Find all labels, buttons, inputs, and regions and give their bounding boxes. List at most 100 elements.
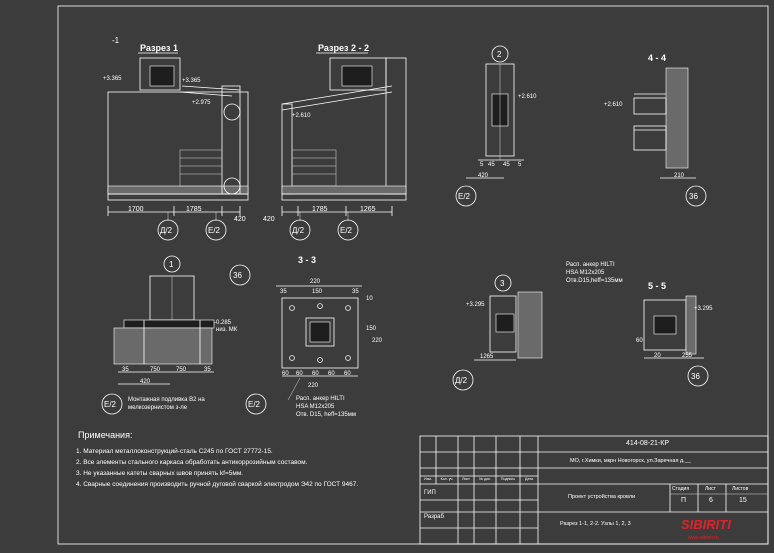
section-3-title: 3 - 3 bbox=[298, 255, 316, 265]
dimension: 35 bbox=[122, 367, 129, 373]
level-mark: +2.610 bbox=[604, 102, 623, 108]
header-cell: Дата bbox=[525, 477, 533, 481]
dimension: 5 bbox=[518, 162, 522, 168]
node-callout-circle bbox=[223, 103, 241, 121]
axis-label: 36 bbox=[689, 192, 698, 201]
dimension: 35 bbox=[280, 289, 287, 295]
header-cell: Лист bbox=[462, 477, 470, 481]
section-4-drawing: 4 - 4 +2.610 210 36 bbox=[604, 53, 707, 207]
notes-list: 1. Материал металлоконструкций-сталь С24… bbox=[76, 446, 358, 490]
dimension: 35 bbox=[352, 289, 359, 295]
notes-title: Примечания: bbox=[78, 430, 133, 440]
dimension: 60 bbox=[344, 371, 351, 377]
axis-label: Е/2 bbox=[104, 400, 117, 409]
axis-label: Е/2 bbox=[208, 226, 221, 235]
header-cell: Кол. уч. bbox=[440, 477, 454, 481]
level-mark: +2.610 bbox=[292, 113, 311, 119]
dimension: 150 bbox=[312, 289, 323, 295]
node-number: 3 bbox=[500, 279, 505, 288]
title-block-grid bbox=[419, 435, 769, 545]
node-1-drawing: 1 -0.285 низ. МК 35 750 750 35 420 Е/2 М… bbox=[101, 255, 238, 415]
dimension: 1785 bbox=[312, 206, 328, 213]
section-4-title: 4 - 4 bbox=[648, 53, 666, 63]
section-5-drawing: Расп. анкер HILTI HSA M12x205 Отв.D15,he… bbox=[566, 262, 713, 387]
axis-label: Е/2 bbox=[248, 400, 261, 409]
level-mark: +2.975 bbox=[192, 100, 211, 106]
axis-label: Д/2 bbox=[455, 376, 468, 385]
level-mark: +3.295 bbox=[466, 302, 485, 308]
dimension: 60 bbox=[636, 338, 643, 344]
node-2-drawing: 2 +2.610 5 45 45 5 420 Е/2 bbox=[455, 45, 537, 207]
node-number: 1 bbox=[169, 260, 174, 269]
level-note: низ. МК bbox=[216, 327, 238, 333]
sheet-value: 6 bbox=[709, 497, 713, 504]
axis-bubbles-row1: Д/2 Е/2 Д/2 Е/2 bbox=[157, 212, 359, 241]
dimension: 420 bbox=[234, 216, 246, 223]
note-item: 1. Материал металлоконструкций-сталь С24… bbox=[76, 448, 273, 455]
dimension: 220 bbox=[310, 279, 321, 285]
dimension: 255 bbox=[682, 353, 693, 359]
logo-url: www.sibiriti.ru bbox=[688, 535, 719, 541]
dimension: 1785 bbox=[186, 206, 202, 213]
axis-label: Д/2 bbox=[292, 226, 305, 235]
project-name: Проект устройства кровли bbox=[568, 494, 636, 500]
sheet-title: Разрез 1-1, 2-2. Узлы 1, 2, 3 bbox=[560, 521, 631, 527]
axis-label: Е/2 bbox=[458, 192, 471, 201]
gip-label: ГИП bbox=[424, 490, 436, 496]
header-cell: № док. bbox=[479, 477, 491, 481]
object-address: МО, г.Химки, мкрн Новогорск, ул.Заречная… bbox=[570, 458, 691, 464]
logo: SIBIRITI www.sibiriti.ru bbox=[681, 517, 731, 541]
dimension: 5 bbox=[480, 162, 484, 168]
sheet-label: Лист bbox=[705, 486, 716, 492]
note-item: 3. Не указанные катеты сварных швов прин… bbox=[76, 470, 244, 477]
anchor-note-line: HSA M12x205 bbox=[296, 404, 335, 410]
anchor-note-line: HSA M12x205 bbox=[566, 270, 605, 276]
node-number: 2 bbox=[497, 50, 502, 59]
dimension: 1265 bbox=[360, 206, 376, 213]
drawing-code: 414-08-21-КР bbox=[626, 440, 669, 447]
dimension: 420 bbox=[140, 379, 151, 385]
logo-text: SIBIRITI bbox=[681, 517, 731, 532]
axis-label: 36 bbox=[691, 372, 700, 381]
node-callout-circle bbox=[223, 177, 241, 195]
dimension: 750 bbox=[150, 367, 161, 373]
sheets-value: 15 bbox=[739, 497, 747, 504]
header-cell: Подпись bbox=[500, 477, 516, 481]
section-2-drawing: Разрез 2 - 2 +2.610 420 1785 1265 bbox=[263, 43, 407, 223]
pad-note-line: мелкозернистом з-ле bbox=[128, 405, 188, 411]
dimension: 45 bbox=[503, 162, 510, 168]
dimension: 60 bbox=[312, 371, 319, 377]
dimension: 10 bbox=[366, 296, 373, 302]
dimension: 1700 bbox=[128, 206, 144, 213]
level-mark: +2.610 bbox=[518, 94, 537, 100]
anchor-note-line: Расп. анкер HILTI bbox=[296, 396, 345, 402]
dimension: 220 bbox=[372, 338, 383, 344]
razrab-label: Разраб bbox=[424, 514, 444, 520]
stage-label: Стадия bbox=[672, 486, 690, 492]
dimension: 220 bbox=[308, 383, 319, 389]
signature-headers: Изм. Кол. уч. Лист № док. Подпись Дата bbox=[420, 477, 538, 481]
stage-value: П bbox=[681, 497, 687, 504]
dimension: 45 bbox=[488, 162, 495, 168]
dimension: 60 bbox=[282, 371, 289, 377]
sheet-frame bbox=[57, 5, 769, 545]
dimension: 210 bbox=[674, 173, 685, 179]
dimension: 20 bbox=[654, 353, 661, 359]
section-3-drawing: 36 3 - 3 220 35 150 35 60 60 60 60 60 22… bbox=[229, 255, 383, 418]
dimension: 1265 bbox=[480, 354, 494, 360]
dimension: 420 bbox=[263, 216, 275, 223]
note-item: 4. Сварные соединения производить ручной… bbox=[76, 481, 359, 488]
dimension: 60 bbox=[296, 371, 303, 377]
header-cell: Изм. bbox=[424, 477, 432, 481]
level-mark: +3.365 bbox=[182, 78, 201, 84]
section-1-title: Разрез 1 bbox=[140, 43, 178, 53]
section-1-drawing: -1 Разрез 1 +3.365 +3.365 +2.975 1700 17… bbox=[103, 36, 249, 223]
section-5-title: 5 - 5 bbox=[648, 281, 666, 291]
level-mark: +3.365 bbox=[103, 76, 122, 82]
dimension: 60 bbox=[328, 371, 335, 377]
level-mark: +3.295 bbox=[694, 306, 713, 312]
anchor-note-line: Отв.D15,heff=135мм bbox=[566, 278, 623, 284]
anchor-note-line: Расп. анкер HILTI bbox=[566, 262, 615, 268]
